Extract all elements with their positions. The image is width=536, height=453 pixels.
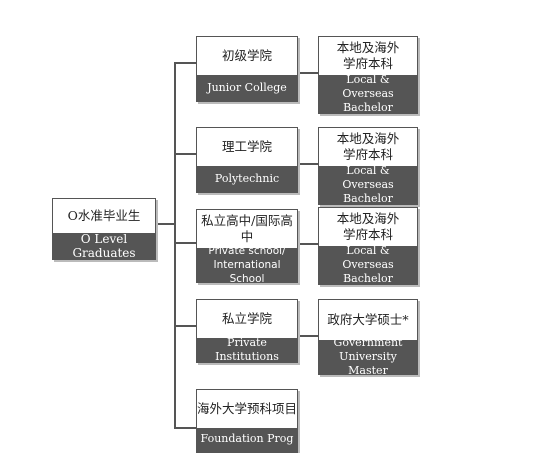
node-private-institutions: 私立学院 Private Institutions (196, 299, 298, 363)
root-node: O水准毕业生 O Level Graduates (52, 198, 156, 260)
branch-1 (174, 62, 196, 64)
branch-5 (174, 427, 196, 429)
node-label-zh: 理工学院 (221, 139, 272, 154)
branch-2 (174, 153, 196, 155)
dest-label-en: Local & Overseas Bachelor (319, 73, 417, 113)
dest-connector-4 (298, 335, 318, 337)
dest-node-4: 政府大学硕士* Government University Master (318, 299, 418, 375)
node-polytechnic: 理工学院 Polytechnic (196, 127, 298, 193)
branch-4 (174, 325, 196, 327)
dest-label-en: Government University Master (319, 336, 417, 374)
dest-node-1: 本地及海外 学府本科 Local & Overseas Bachelor (318, 36, 418, 114)
node-label-zh: 私立学院 (221, 311, 272, 326)
node-label-en: Polytechnic (197, 166, 297, 192)
node-label-en: Foundation Prog (197, 428, 297, 452)
node-private-international-school: 私立高中/国际高中 Private school/ International … (196, 209, 298, 283)
root-label-zh: O水准毕业生 (67, 208, 141, 223)
node-label-zh: 私立高中/国际高中 (201, 213, 293, 244)
node-label-en: Private Institutions (197, 336, 297, 362)
node-junior-college: 初级学院 Junior College (196, 36, 298, 102)
dest-connector-2 (298, 163, 318, 165)
node-label-zh: 初级学院 (221, 48, 272, 63)
node-label-zh: 海外大学预科项目 (197, 401, 298, 416)
dest-connector-1 (298, 72, 318, 74)
root-connector (156, 223, 174, 225)
dest-label-zh: 本地及海外 学府本科 (336, 211, 400, 242)
dest-label-en: Local & Overseas Bachelor (319, 164, 417, 204)
dest-node-2: 本地及海外 学府本科 Local & Overseas Bachelor (318, 127, 418, 205)
dest-label-zh: 本地及海外 学府本科 (336, 131, 400, 162)
dest-label-zh: 本地及海外 学府本科 (336, 40, 400, 71)
root-label-en: O Level Graduates (53, 232, 155, 259)
branch-3 (174, 242, 196, 244)
main-trunk (174, 62, 176, 428)
dest-label-en: Local & Overseas Bachelor (319, 244, 417, 284)
node-foundation-program: 海外大学预科项目 Foundation Prog (196, 389, 298, 453)
node-label-en: Junior College (197, 75, 297, 101)
dest-connector-3 (298, 243, 318, 245)
node-label-en: Private school/ International School (197, 245, 297, 282)
dest-node-3: 本地及海外 学府本科 Local & Overseas Bachelor (318, 207, 418, 285)
dest-label-zh: 政府大学硕士* (327, 312, 409, 327)
